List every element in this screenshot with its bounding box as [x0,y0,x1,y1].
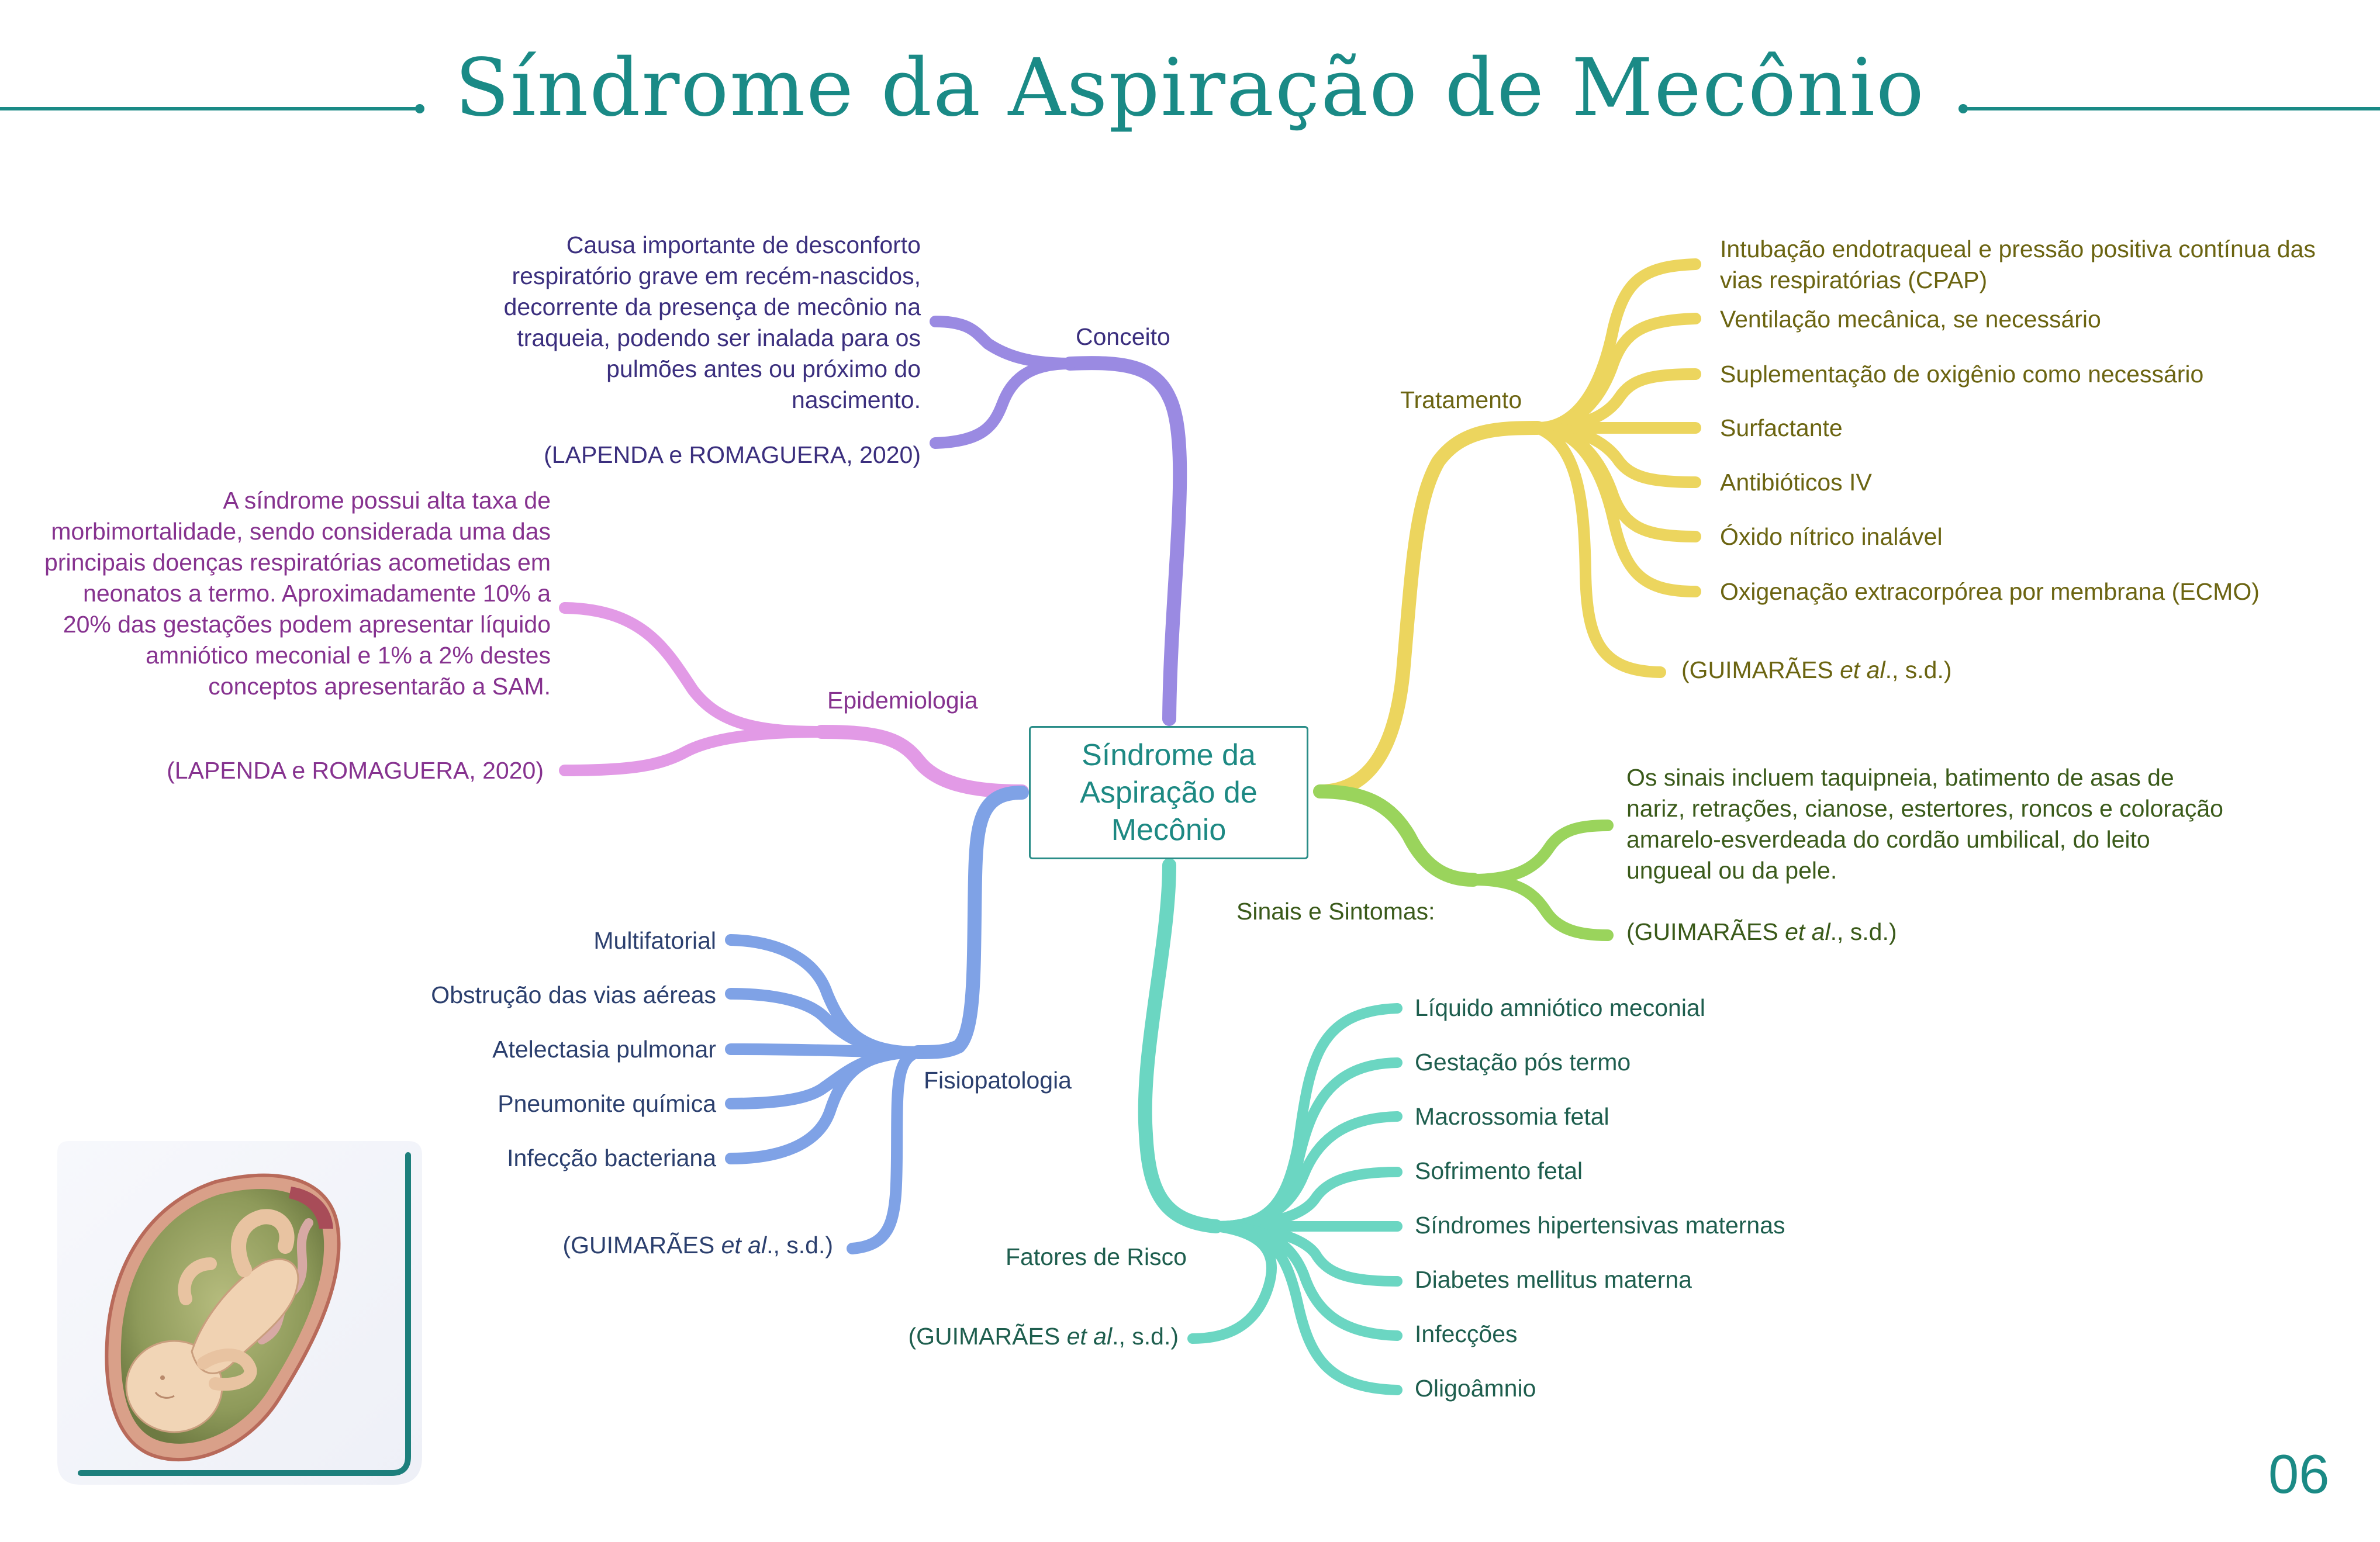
tratamento-item-4: Surfactante [1720,414,1843,441]
fisiopatologia-item-4: Pneumonite química [498,1090,716,1117]
epidemiologia-trunk [814,725,1029,798]
fatores-item-1: Líquido amniótico meconial [1415,994,1705,1021]
conceito-label[interactable]: Conceito [1076,323,1170,350]
fatores-item-7: Infecções [1415,1320,1518,1347]
fisiopatologia-ref: (GUIMARÃES et al., s.d.) [409,1230,833,1261]
fatores-label[interactable]: Fatores de Risco [1006,1243,1187,1270]
epidemiologia-leaf-text [559,602,827,738]
fetus-in-uterus-illustration [57,1141,422,1485]
tratamento-leaf-ref [1532,422,1666,678]
ref-author: (GUIMARÃES [562,1232,721,1259]
fatores-leaf-ref [1187,1221,1277,1344]
tratamento-ref: (GUIMARÃES et al., s.d.) [1681,655,1952,686]
title-rule-right-dot [1958,104,1968,113]
ref-etal: et al [1840,656,1885,683]
central-topic-label: Síndrome da Aspiração de Mecônio [1080,738,1258,847]
fisiopatologia-item-2: Obstrução das vias aéreas [431,981,716,1008]
ref-etal: et al [1785,918,1830,945]
fetus-eye [160,1375,165,1380]
tratamento-trunk [1313,421,1545,798]
fatores-branch [1138,858,1403,1395]
fisiopatologia-item-5: Infecção bacteriana [507,1145,716,1171]
fetus-face [154,1392,175,1399]
fatores-item-2: Gestação pós termo [1415,1049,1631,1076]
fatores-item-6: Diabetes mellitus materna [1415,1266,1692,1293]
sinais-branch [1313,784,1614,941]
tratamento-item-5: Antibióticos IV [1720,469,1872,496]
ref-author: (GUIMARÃES [908,1323,1067,1350]
sinais-ref: (GUIMARÃES et al., s.d.) [1626,917,1897,948]
ref-date: ., s.d.) [1830,918,1897,945]
fatores-item-3: Macrossomia fetal [1415,1103,1609,1130]
central-topic[interactable]: Síndrome da Aspiração de Mecônio [1029,726,1308,859]
tratamento-item-7: Oxigenação extracorpórea por membrana (E… [1720,578,2260,605]
fetus-foot [178,1257,217,1305]
fisiopatologia-label[interactable]: Fisiopatologia [924,1067,1072,1094]
sinais-leaf-ref [1467,874,1614,941]
fisiopatologia-trunk [911,786,1029,1059]
fisiopatologia-item-1: Multifatorial [593,927,716,954]
tratamento-item-6: Óxido nítrico inalável [1720,523,1943,550]
fisiopatologia-leaf-5 [725,1046,924,1164]
conceito-branch [930,316,1187,726]
ref-date: ., s.d.) [766,1232,833,1259]
ref-date: ., s.d.) [1885,656,1952,683]
fetus-body [191,1258,299,1374]
placenta [289,1187,333,1229]
ref-author: (GUIMARÃES [1626,918,1785,945]
fetus-leg [231,1209,295,1277]
fatores-trunk [1138,858,1223,1233]
tratamento-label[interactable]: Tratamento [1400,386,1522,413]
epidemiologia-leaf-ref [559,726,827,776]
sinais-trunk [1313,784,1480,887]
ref-etal: et al [1066,1323,1113,1350]
epidemiologia-label[interactable]: Epidemiologia [827,687,978,714]
tratamento-item-2: Ventilação mecânica, se necessário [1720,306,2101,333]
fatores-item-8: Oligoâmnio [1415,1375,1536,1402]
illustration-frame [78,1152,411,1476]
conceito-leaf-text [930,316,1076,369]
ref-author: (GUIMARÃES [1681,656,1840,683]
ref-date: ., s.d.) [1112,1323,1179,1350]
fisiopatologia-item-3: Atelectasia pulmonar [492,1036,716,1063]
tratamento-item-1: Intubação endotraqueal e pressão positiv… [1720,236,2316,293]
fisiopatologia-branch [725,786,1029,1254]
page-title: Síndrome da Aspiração de Mecônio [455,42,1925,134]
tratamento-branch [1313,258,1701,798]
conceito-text: Causa importante de desconforto respirat… [503,231,921,413]
page-number: 06 [2268,1443,2330,1505]
conceito-leaf-ref [930,358,1076,449]
fatores-item-4: Sofrimento fetal [1415,1157,1583,1184]
sinais-leaf-text [1467,820,1614,886]
fatores-ref: (GUIMARÃES et al., s.d.) [760,1321,1179,1352]
sinais-text: Os sinais incluem taquipneia, batimento … [1626,764,2223,884]
fisiopatologia-leaf-ref [847,1046,924,1254]
ref-etal: et al [721,1232,767,1259]
tratamento-item-3: Suplementação de oxigênio como necessári… [1720,361,2204,388]
epidemiologia-text: A síndrome possui alta taxa de morbimort… [44,487,551,700]
sinais-label[interactable]: Sinais e Sintomas: [1236,898,1435,925]
title-rule-left-dot [415,104,424,113]
conceito-trunk [1063,356,1187,726]
fetus-arm [197,1349,257,1391]
epidemiologia-branch [559,602,1029,798]
tratamento-leaf-7 [1532,422,1701,597]
epidemiologia-ref: (LAPENDA e ROMAGUERA, 2020) [167,757,544,784]
fisiopatologia-leaf-2 [725,988,924,1058]
fatores-item-5: Síndromes hipertensivas maternas [1415,1212,1785,1239]
conceito-ref: (LAPENDA e ROMAGUERA, 2020) [544,441,921,468]
